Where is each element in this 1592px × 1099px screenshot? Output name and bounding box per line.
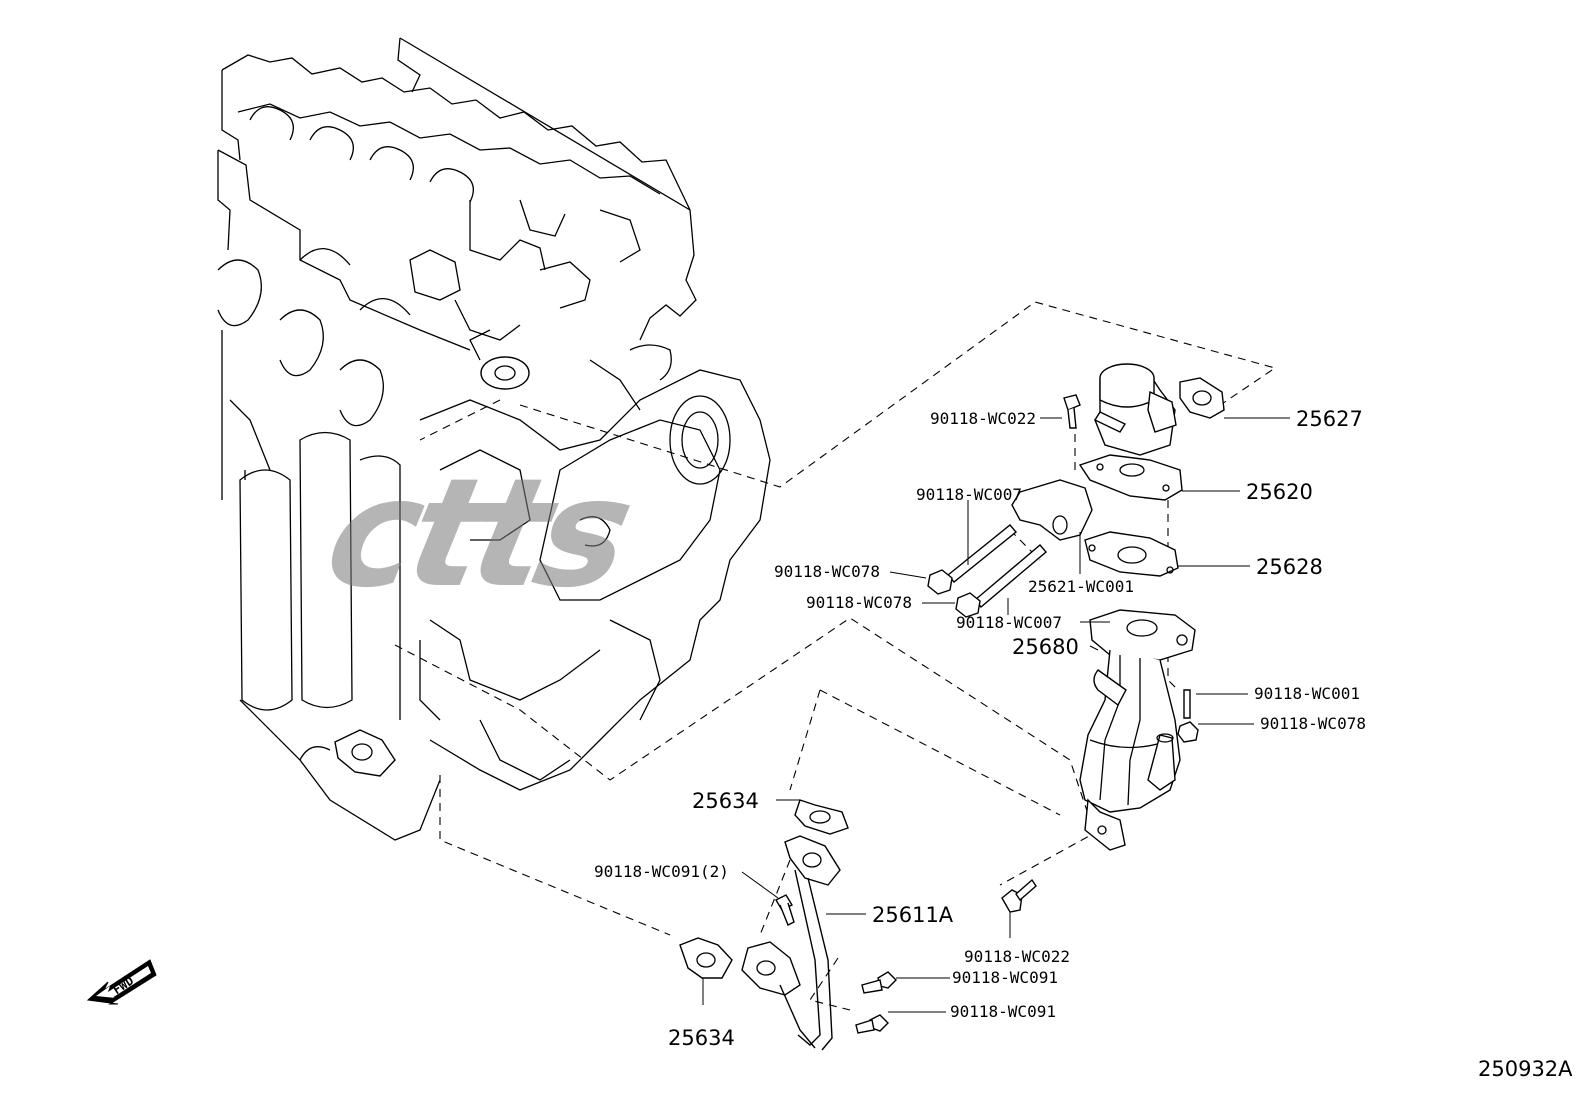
callout-25628: 25628 bbox=[1256, 555, 1323, 579]
callout-25634-bottom: 25634 bbox=[668, 1026, 735, 1050]
callout-90118-wc001: 90118-WC001 bbox=[1254, 684, 1360, 703]
fwd-arrow-icon: FWD bbox=[86, 959, 157, 1005]
watermark: ctts bbox=[313, 446, 643, 621]
egr-valve-assembly bbox=[927, 363, 1225, 913]
callout-labels: 25627 25620 25628 25680 25621-WC001 9011… bbox=[594, 407, 1573, 1081]
callout-90118-wc091-a: 90118-WC091 bbox=[952, 968, 1058, 987]
callout-25627: 25627 bbox=[1296, 407, 1363, 431]
egr-pipe-assembly bbox=[679, 799, 897, 1051]
callout-25680: 25680 bbox=[1012, 635, 1079, 659]
callout-90118-wc078-b: 90118-WC078 bbox=[806, 593, 912, 612]
callout-25611a: 25611A bbox=[872, 903, 954, 927]
callout-90118-wc022-top: 90118-WC022 bbox=[930, 409, 1036, 428]
engine-assembly-drawing bbox=[217, 37, 771, 841]
callout-90118-wc078-right: 90118-WC078 bbox=[1260, 714, 1366, 733]
callout-90118-wc022-bottom: 90118-WC022 bbox=[964, 947, 1070, 966]
callout-leaders bbox=[702, 417, 1290, 1013]
callout-90118-wc078-a: 90118-WC078 bbox=[774, 562, 880, 581]
callout-90118-wc091-b: 90118-WC091 bbox=[950, 1002, 1056, 1021]
drawing-number: 250932A bbox=[1478, 1057, 1573, 1081]
callout-25634-top: 25634 bbox=[692, 789, 759, 813]
callout-90118-wc007-bottom: 90118-WC007 bbox=[956, 613, 1062, 632]
callout-90118-wc091-2: 90118-WC091(2) bbox=[594, 862, 729, 881]
callout-90118-wc007-top: 90118-WC007 bbox=[916, 485, 1022, 504]
callout-25621-wc001: 25621-WC001 bbox=[1028, 577, 1134, 596]
callout-25620: 25620 bbox=[1246, 480, 1313, 504]
